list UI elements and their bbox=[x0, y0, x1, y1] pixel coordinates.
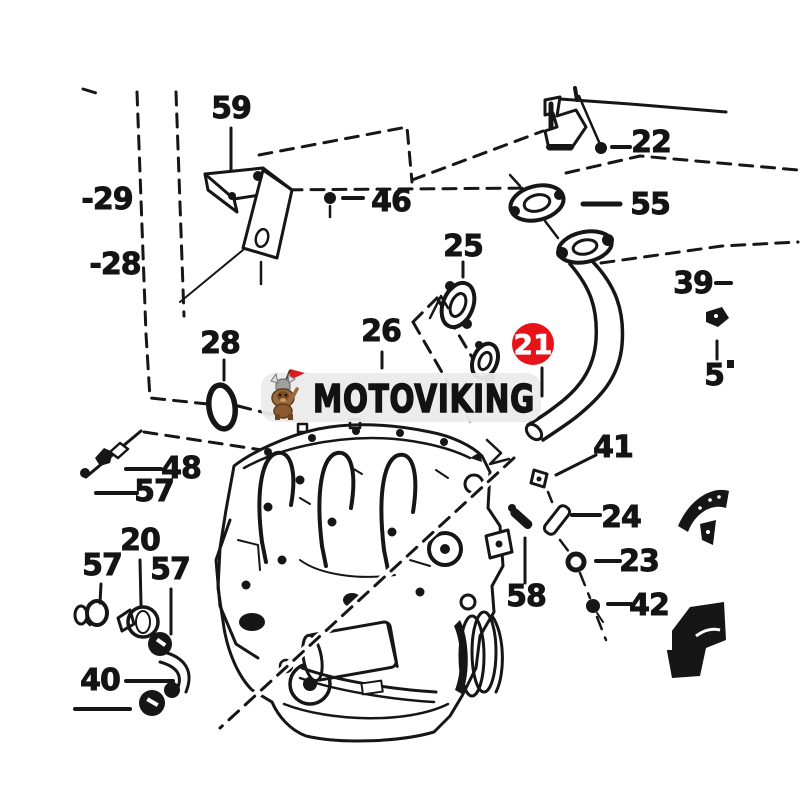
viking-dog-mascot-icon bbox=[270, 369, 305, 420]
part-label-23: 23 bbox=[619, 544, 659, 579]
mount-bracket-part bbox=[179, 166, 294, 303]
part-label-29: -29 bbox=[81, 182, 132, 217]
part-label-28: 28 bbox=[200, 326, 240, 361]
right-edge-parts bbox=[664, 281, 734, 678]
part-label-58: 58 bbox=[506, 579, 546, 614]
part-number-labels: 59 -29 -28 46 22 55 25 39 26 28 48 57 20… bbox=[80, 91, 726, 699]
hose-assembly bbox=[73, 558, 191, 716]
part-label-40: 40 bbox=[80, 663, 120, 698]
part-label-57c: 57 bbox=[150, 552, 190, 587]
part-label-57b: 57 bbox=[82, 548, 122, 583]
part-label-59: 59 bbox=[211, 91, 251, 126]
part-label-24: 24 bbox=[601, 500, 641, 535]
part-label-26: 26 bbox=[361, 314, 401, 349]
part-label-41: 41 bbox=[593, 430, 633, 465]
part-label-20: 20 bbox=[120, 523, 160, 558]
part-label-5-partial: 5 bbox=[704, 358, 724, 393]
part-label-28-upper: -28 bbox=[89, 247, 140, 282]
exhaust-pipe-21 bbox=[524, 229, 625, 442]
highlight-circle bbox=[512, 323, 554, 365]
bolt-46 bbox=[324, 192, 365, 219]
watermark-brand-text: MOTOVIKING bbox=[313, 377, 535, 421]
part-label-22: 22 bbox=[631, 125, 671, 160]
part-label-55: 55 bbox=[630, 187, 670, 222]
highlight-callout-21: 21 bbox=[512, 323, 554, 398]
part-label-46: 46 bbox=[371, 184, 411, 219]
fuel-fitting-48-57 bbox=[80, 429, 163, 495]
part-label-25: 25 bbox=[443, 229, 483, 264]
part-label-42: 42 bbox=[629, 588, 669, 623]
hook-bracket-22 bbox=[543, 86, 728, 154]
highlight-label: 21 bbox=[514, 328, 553, 361]
watermark: MOTOVIKING bbox=[261, 369, 541, 422]
watermark-band bbox=[261, 373, 541, 422]
part-label-48: 48 bbox=[161, 451, 201, 486]
part-label-39: 39 bbox=[673, 266, 713, 301]
o-ring-28 bbox=[206, 358, 238, 432]
flange-gasket-25 bbox=[428, 260, 477, 330]
hardware-chain bbox=[508, 453, 633, 642]
part-label-57a: 57 bbox=[134, 474, 174, 509]
flange-gasket-26 bbox=[380, 341, 501, 381]
diagonal-reference-line bbox=[217, 438, 517, 731]
flange-gasket-55 bbox=[508, 173, 623, 240]
